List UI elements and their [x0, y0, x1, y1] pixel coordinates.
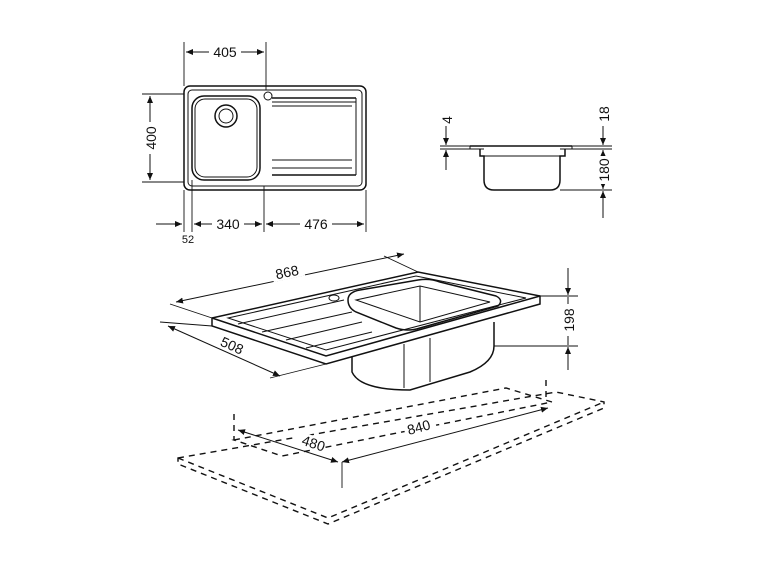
sink-top-surface [211, 271, 541, 365]
dim-476-label: 476 [304, 216, 328, 232]
dim-868-label: 868 [274, 262, 300, 283]
bowl-outline [191, 95, 261, 181]
dim-52-label: 52 [182, 234, 194, 246]
top-view: 405 400 340 476 52 [142, 42, 367, 246]
dim-4-label: 4 [439, 116, 455, 124]
dim-198-label: 198 [561, 308, 577, 332]
tap-hole-icon [263, 91, 273, 101]
dim-400-label: 400 [143, 126, 159, 150]
dim-18-label: 18 [596, 106, 612, 122]
section-view: 4 18 180 [439, 104, 612, 218]
bowl-body [351, 322, 495, 391]
isometric-view: 868 508 198 840 480 [159, 252, 605, 525]
dim-405-label: 405 [213, 44, 237, 60]
bowl-section [479, 149, 566, 191]
sink-outer-rim [183, 85, 367, 191]
dim-180-label: 180 [596, 158, 612, 182]
countertop-outline [177, 391, 605, 525]
drain-icon [214, 104, 238, 128]
cutout-outline [231, 387, 553, 457]
dim-340-label: 340 [216, 216, 240, 232]
dim-480-label: 480 [300, 432, 327, 455]
dim-840-label: 840 [405, 416, 432, 438]
